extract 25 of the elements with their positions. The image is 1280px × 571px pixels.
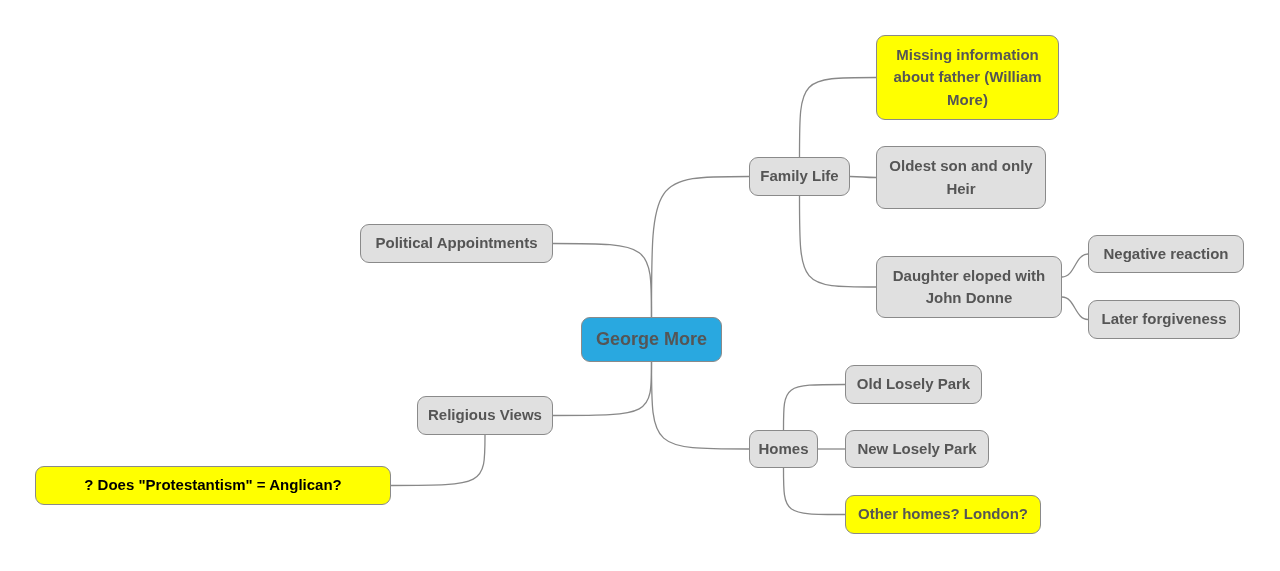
topic-box: Later forgiveness	[1088, 300, 1240, 339]
topic-box: Daughter eloped with John Donne	[876, 256, 1062, 318]
topic-box: Old Losely Park	[845, 365, 982, 404]
topic-box: Other homes? London?	[845, 495, 1041, 534]
connector-line	[390, 434, 486, 487]
topic-box: Family Life	[749, 157, 850, 196]
central-topic: George More	[581, 317, 722, 362]
topic-box: Missing information about father (William More)	[876, 35, 1059, 120]
topic-box: Religious Views	[417, 396, 553, 435]
connector-line	[1061, 296, 1089, 321]
connector-line	[798, 76, 877, 158]
connector-line	[650, 175, 750, 318]
topic-box: Negative reaction	[1088, 235, 1244, 273]
connector-line	[782, 467, 846, 516]
connector-line	[782, 383, 846, 431]
connector-line	[849, 175, 877, 179]
connector-line	[650, 361, 750, 450]
topic-box: Homes	[749, 430, 818, 468]
connector-line	[798, 195, 877, 288]
topic-box: ? Does "Protestantism" = Anglican?	[35, 466, 391, 505]
connector-line	[817, 448, 846, 450]
connector-line	[1061, 253, 1089, 278]
topic-box: Oldest son and only Heir	[876, 146, 1046, 209]
topic-box: New Losely Park	[845, 430, 989, 468]
topic-box: Political Appointments	[360, 224, 553, 263]
